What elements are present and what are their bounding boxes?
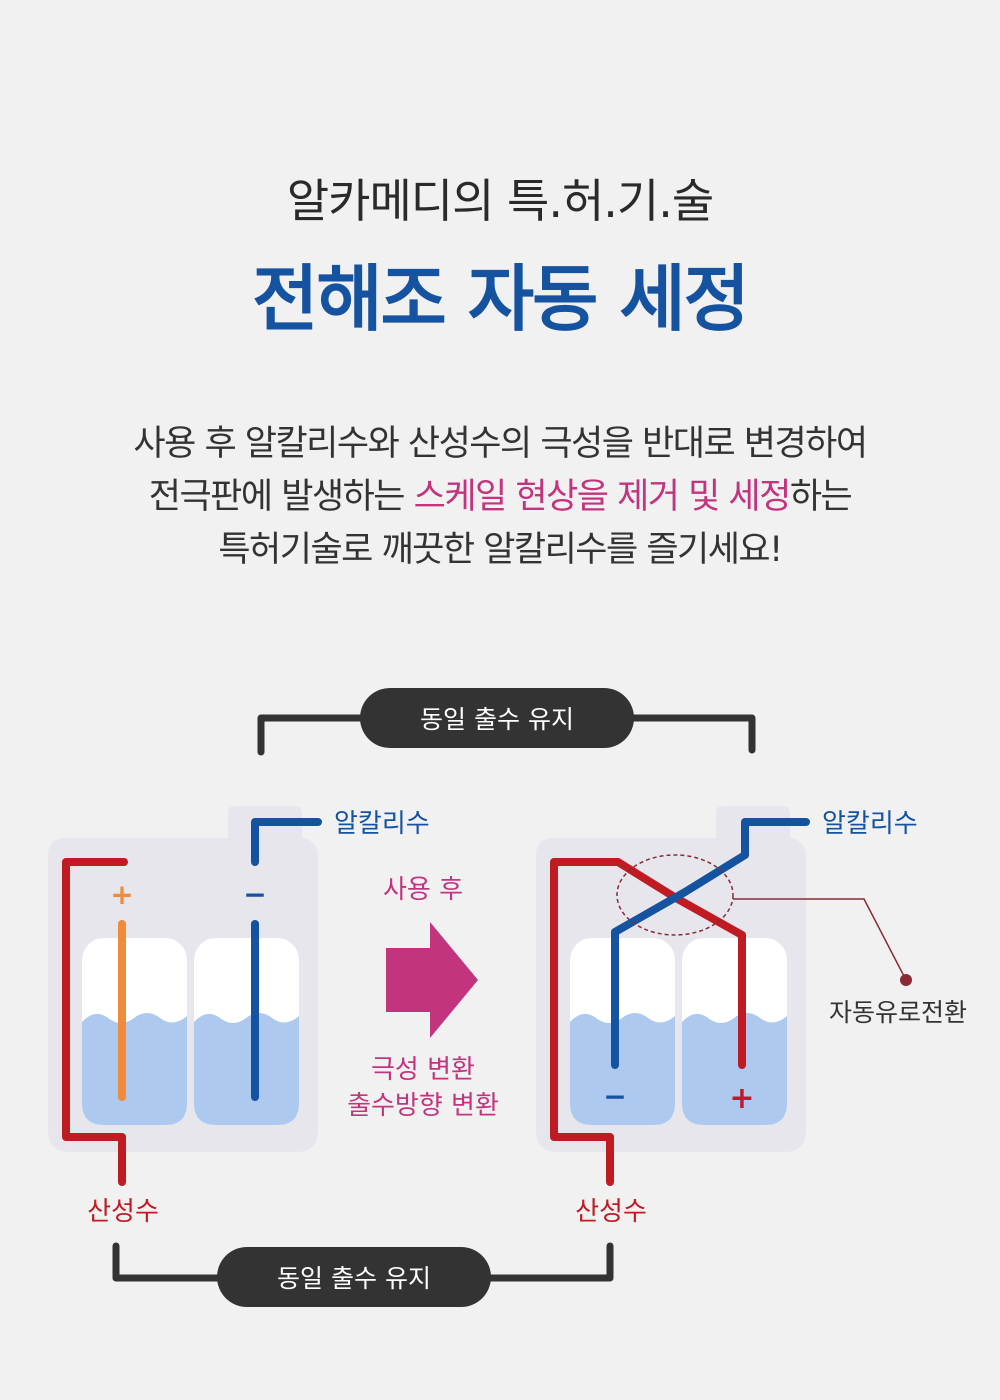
right-tank-water-left — [570, 1013, 675, 1125]
after-use-arrow-icon — [386, 922, 478, 1038]
description-highlight: 스케일 현상을 제거 및 세정 — [413, 477, 792, 517]
top-bracket-label: 동일 출수 유지 — [420, 705, 574, 734]
arrow-bottom-label-1: 극성 변환 — [371, 1055, 475, 1085]
auto-switch-highlight — [616, 854, 734, 936]
right-alkaline-pipe — [611, 818, 810, 1069]
right-tank-water-right — [682, 1013, 787, 1125]
arrow-top-label: 사용 후 — [383, 875, 463, 905]
auto-switch-leader-line — [733, 898, 907, 981]
auto-switch-label: 자동유로전환 — [829, 998, 967, 1027]
left-tank: + − — [48, 806, 322, 1186]
description: 사용 후 알칼리수와 산성수의 극성을 반대로 변경하여 전극판에 발생하는 스… — [0, 418, 1000, 577]
left-acidic-pipe — [62, 858, 128, 1186]
description-line-2-after: 하는 — [789, 477, 853, 517]
bottom-bracket-label: 동일 출수 유지 — [277, 1264, 431, 1293]
left-plus-sign: + — [110, 878, 133, 911]
top-bracket-pill — [360, 688, 634, 748]
right-plus-sign: + — [729, 1081, 754, 1116]
auto-switch-dot — [900, 974, 912, 986]
left-alkaline-pipe — [251, 818, 322, 866]
description-line-2: 전극판에 발생하는 스케일 현상을 제거 및 세정하는 — [0, 471, 1000, 524]
description-line-2-before: 전극판에 발생하는 — [148, 477, 414, 517]
right-acidic-pipe — [550, 858, 746, 1186]
description-line-3: 특허기술로 깨끗한 알칼리수를 즐기세요! — [218, 530, 783, 570]
right-acidic-label: 산성수 — [575, 1197, 647, 1227]
left-alkaline-label: 알칼리수 — [334, 809, 430, 839]
arrow-bottom-label-2: 출수방향 변환 — [347, 1091, 499, 1121]
right-alkaline-label: 알칼리수 — [822, 809, 918, 839]
right-minus-sign: − — [603, 1080, 626, 1113]
left-tank-water-left — [82, 1013, 187, 1125]
description-line-1: 사용 후 알칼리수와 산성수의 극성을 반대로 변경하여 — [133, 424, 868, 464]
left-minus-sign: − — [243, 878, 266, 911]
subtitle: 알카메디의 특.허.기.술 — [286, 174, 714, 228]
page-title: 전해조 자동 세정 — [252, 257, 750, 341]
left-acidic-label: 산성수 — [87, 1197, 159, 1227]
left-tank-water-right — [194, 1013, 299, 1125]
bottom-bracket-pill — [217, 1247, 491, 1307]
right-tank: − + — [536, 806, 912, 1186]
